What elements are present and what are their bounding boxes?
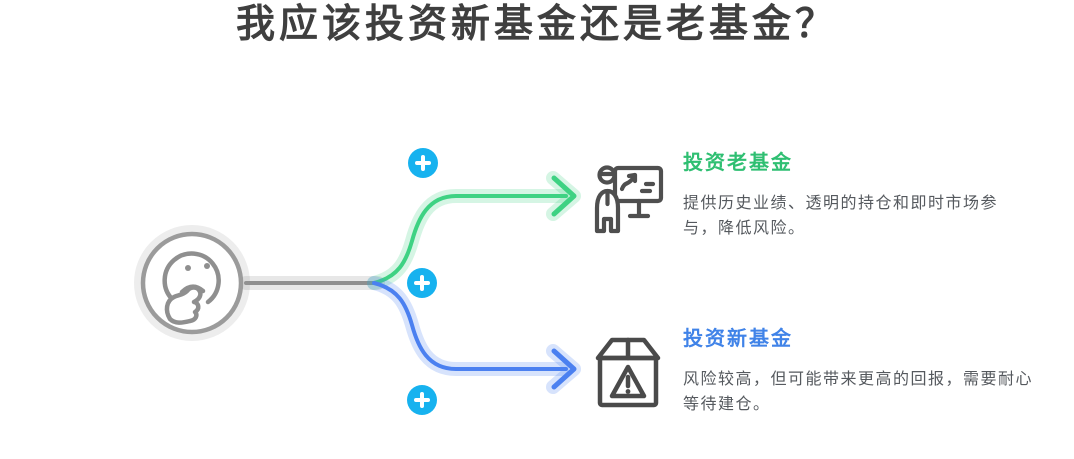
branch-node-new-fund[interactable]: 投资新基金 风险较高，但可能带来更高的回报，需要耐心 等待建仓。 bbox=[592, 326, 1070, 419]
presenter-chart-icon bbox=[594, 165, 664, 234]
add-node-button-bottom[interactable] bbox=[407, 385, 437, 415]
branch-title-old-fund: 投资老基金 bbox=[683, 152, 793, 174]
plus-icon bbox=[415, 155, 431, 171]
add-node-button-branch[interactable] bbox=[407, 268, 437, 298]
page-title: 我应该投资新基金还是老基金？ bbox=[235, 3, 838, 46]
branch-description-old-fund: 提供历史业绩、透明的持仓和即时市场参 与，降低风险。 bbox=[683, 195, 999, 237]
plus-icon bbox=[414, 275, 430, 291]
branch-title-new-fund: 投资新基金 bbox=[683, 328, 793, 350]
old-fund-arrow bbox=[367, 171, 581, 290]
thinking-face-icon bbox=[134, 225, 250, 341]
branch-icon-box bbox=[592, 330, 664, 419]
add-node-button-top[interactable] bbox=[408, 148, 438, 178]
new-fund-arrow bbox=[367, 276, 581, 394]
branch-node-old-fund[interactable]: 投资老基金 提供历史业绩、透明的持仓和即时市场参 与，降低风险。 bbox=[592, 150, 1070, 241]
plus-icon bbox=[414, 392, 430, 408]
central-topic-node[interactable] bbox=[132, 223, 252, 343]
branch-description-new-fund: 风险较高，但可能带来更高的回报，需要耐心 等待建仓。 bbox=[683, 371, 1034, 413]
branch-text-block: 投资新基金 风险较高，但可能带来更高的回报，需要耐心 等待建仓。 bbox=[683, 326, 1033, 417]
branch-icon-box bbox=[592, 158, 664, 239]
branch-text-block: 投资老基金 提供历史业绩、透明的持仓和即时市场参 与，降低风险。 bbox=[683, 150, 998, 241]
box-warning-icon bbox=[595, 337, 661, 408]
